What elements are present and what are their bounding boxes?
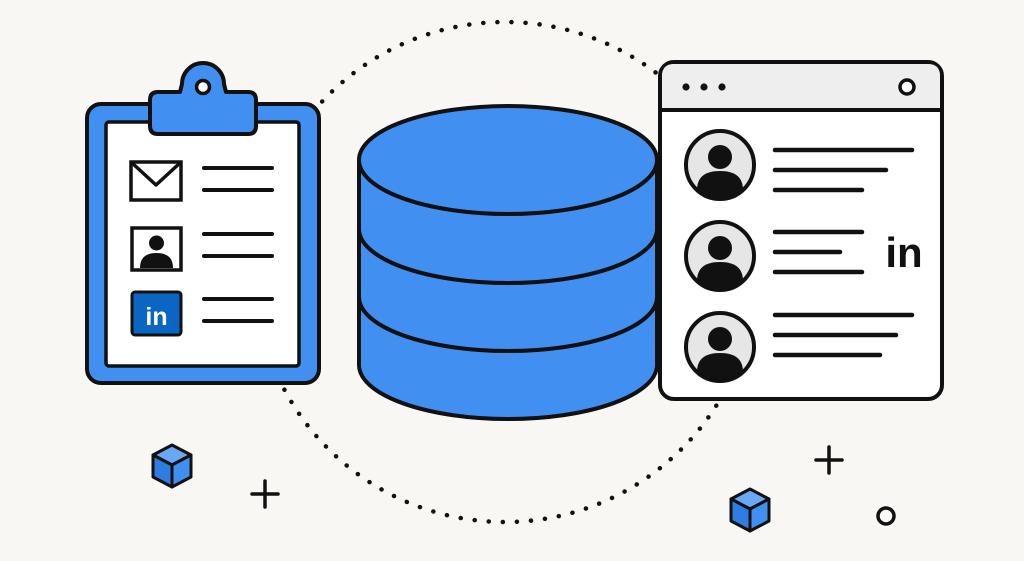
profile-text-lines xyxy=(772,229,865,275)
database-top xyxy=(357,104,659,216)
clipboard-clip xyxy=(148,61,258,136)
linkedin-badge: in xyxy=(885,229,922,276)
envelope-icon xyxy=(129,160,183,202)
browser-window: in xyxy=(658,60,944,401)
linkedin-text-lines xyxy=(202,297,274,323)
browser-titlebar xyxy=(662,64,940,110)
database-body xyxy=(357,160,659,421)
linkedin-logo-label: in xyxy=(145,303,167,331)
clipboard: in xyxy=(85,61,321,385)
user-avatar-icon xyxy=(684,129,756,201)
photo-text-lines xyxy=(202,232,274,258)
cube-icon xyxy=(729,487,771,533)
window-dots-icon xyxy=(682,83,726,91)
plus-icon xyxy=(814,445,844,475)
profile-text-lines xyxy=(772,147,915,193)
email-text-lines xyxy=(202,166,274,192)
database-ring-1 xyxy=(357,228,659,285)
clipboard-clip-hole xyxy=(194,78,212,96)
linkedin-logo-icon: in xyxy=(130,290,183,337)
window-control-circle-icon xyxy=(898,78,916,96)
profile-photo-icon xyxy=(130,226,183,272)
plus-icon xyxy=(250,479,280,509)
profile-text-lines xyxy=(772,312,915,358)
database-icon xyxy=(357,104,659,421)
user-avatar-icon xyxy=(684,220,756,292)
circle-icon xyxy=(876,506,896,526)
database-ring-2 xyxy=(357,296,659,353)
user-avatar-icon xyxy=(684,311,756,383)
cube-icon xyxy=(151,443,193,489)
